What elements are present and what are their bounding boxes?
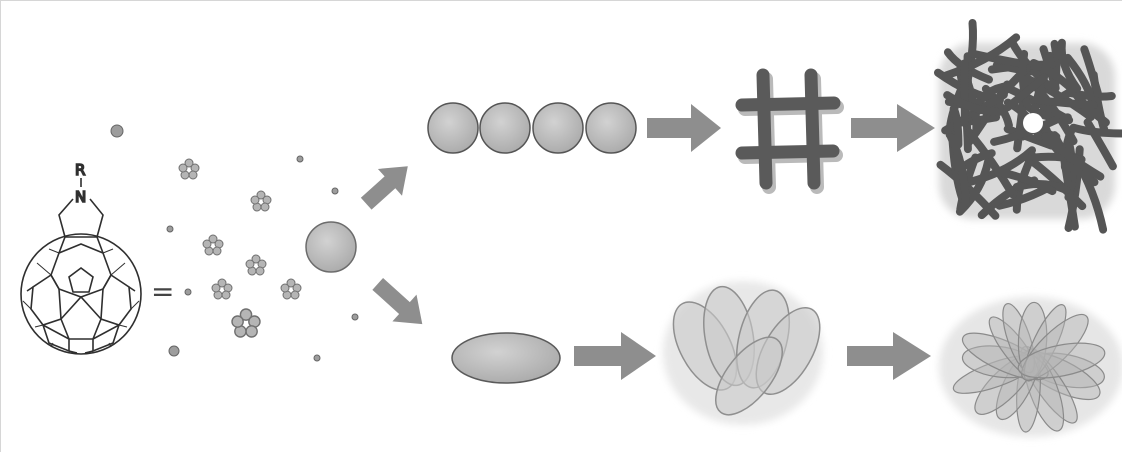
substituent-label: R	[75, 161, 85, 179]
arrow-chain-to-rods	[647, 104, 721, 152]
arrow-rods-to-network	[851, 104, 935, 152]
particle-dot	[167, 226, 173, 232]
pyrrolidine-bond-left	[59, 199, 73, 237]
particle-dot	[352, 314, 358, 320]
network-center-hole	[1023, 113, 1043, 133]
rod	[742, 103, 834, 105]
chain-of-spheres	[428, 103, 636, 153]
arrow-down-branch	[366, 271, 435, 338]
ellipsoid	[452, 333, 560, 383]
central-sphere	[306, 222, 356, 272]
multi-petal-flower	[939, 297, 1122, 437]
aggregate-cluster	[251, 191, 271, 211]
c60-cage	[21, 234, 141, 354]
crossed-rods	[742, 75, 837, 187]
aggregate-cluster	[246, 255, 266, 275]
fullerene-pyrrolidine-molecule: R N	[21, 161, 141, 354]
chain-sphere	[428, 103, 478, 153]
particle-dot	[297, 156, 303, 162]
aggregate-cluster	[203, 235, 223, 255]
particle-dot	[332, 188, 338, 194]
arrow-flower-to-large-flower	[847, 332, 931, 380]
chain-sphere	[533, 103, 583, 153]
chain-sphere	[480, 103, 530, 153]
dense-network	[938, 23, 1122, 230]
rod	[811, 75, 814, 183]
aggregate-cluster	[179, 159, 199, 179]
rod	[763, 75, 766, 183]
network-strand	[964, 64, 965, 123]
aggregate-cluster	[281, 279, 301, 299]
aggregate-cluster	[232, 309, 260, 337]
small-aggregates	[179, 159, 301, 337]
particle-dot	[169, 346, 179, 356]
equals-sign: =	[151, 275, 174, 308]
chain-sphere	[586, 103, 636, 153]
arrow-ellipsoid-to-flower	[574, 332, 656, 380]
particle-dot	[185, 289, 191, 295]
nitrogen-label: N	[75, 188, 86, 206]
flower-petals	[660, 281, 832, 426]
network-strand	[1036, 100, 1094, 105]
particle-dot	[314, 355, 320, 361]
aggregate-cluster	[212, 279, 232, 299]
arrow-up-branch	[354, 153, 420, 217]
particle-dot	[111, 125, 123, 137]
pyrrolidine-bond-right	[90, 199, 103, 237]
